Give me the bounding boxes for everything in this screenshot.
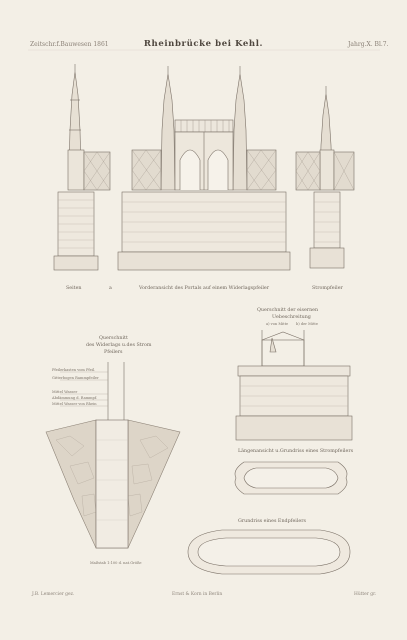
cross-section-title-2: des Widerlags u.des Strom: [86, 343, 152, 348]
iron-section-note-left: a) von Mitte: [266, 322, 289, 326]
cross-section-scale: Maßstab 1:100 d. nat.Größe: [90, 561, 142, 565]
cross-section-title-3: Pfeilers: [104, 350, 123, 355]
cross-section-drawing: [45, 362, 181, 549]
caption-marker-a: a: [109, 286, 112, 291]
iron-section-note-right: b) der Mitte: [296, 322, 318, 326]
header-journal: Zeitschr.f.Bauwesen 1861: [30, 41, 109, 48]
caption-side-view: Seiten: [66, 286, 82, 291]
cross-section-label-2: Gitterbogen Rammpfeiler: [52, 376, 99, 380]
caption-river-pier: Strompfeiler: [312, 286, 343, 291]
cross-section-label-3: Mittel Wasser: [52, 390, 78, 394]
iron-section-title-2: Uebeschreitung: [272, 315, 311, 320]
side-view-drawing: [53, 64, 111, 271]
bridge-cross-section-drawing: [235, 330, 353, 441]
iron-section-title-1: Querschnitt der eisernen: [257, 308, 319, 313]
river-pier-drawing: [295, 86, 355, 269]
footer-engraver: Hütter gr.: [354, 592, 377, 597]
page-title: Rheinbrücke bei Kehl.: [143, 39, 264, 49]
footer-draftsman: J.B. Lemercier gez.: [32, 592, 75, 597]
cross-section-label-1: Pfeilerkasten vom Pfeil.: [52, 368, 96, 372]
footer-publisher: Ernst & Korn in Berlin: [172, 592, 223, 597]
header-volume: Jahrg.X. Bl.7.: [348, 41, 389, 48]
cross-section-label-4: Abdämmung d. Rammpf.: [52, 396, 98, 400]
caption-portal-front: Vorderansicht des Portals auf einem Wide…: [139, 286, 270, 291]
portal-front-view-drawing: [117, 66, 291, 271]
river-pier-plan-drawing: [234, 461, 348, 495]
cross-section-title-1: Querschnitt: [99, 336, 128, 341]
end-pier-plan-drawing: [187, 529, 351, 575]
caption-end-pier-plan: Grundriss eines Endpfeilers: [238, 519, 306, 524]
caption-river-pier-plan: Längenansicht u.Grundriss eines Strompfe…: [238, 449, 354, 454]
cross-section-label-5: Mittel Wasser von Rhein: [52, 402, 97, 406]
